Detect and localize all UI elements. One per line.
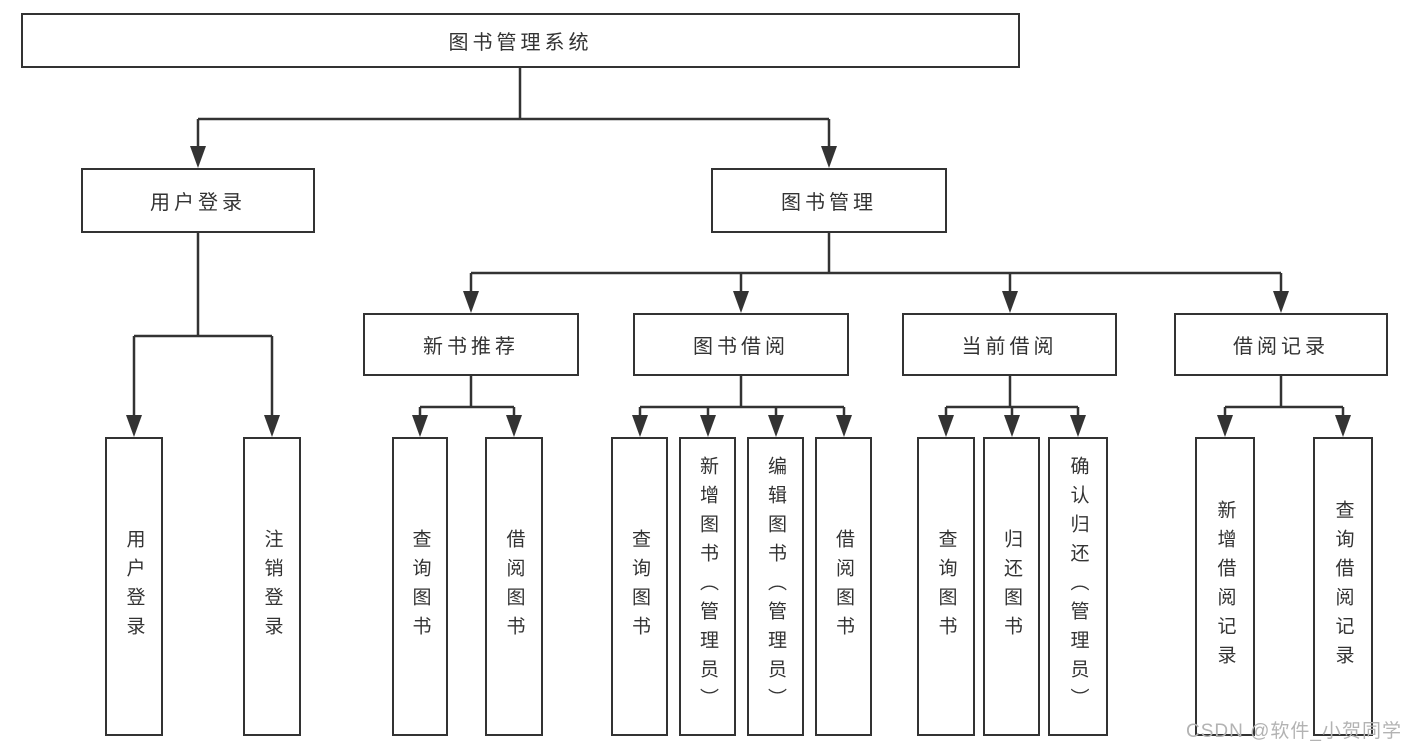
leaf-label: 确认归还（管理员） bbox=[1067, 456, 1089, 717]
leaf-label: 用户登录 bbox=[123, 528, 145, 645]
leaf-query-books-3: 查询图书 bbox=[917, 437, 975, 736]
node-root-library-management-system: 图书管理系统 bbox=[21, 13, 1020, 68]
leaf-query-books-2: 查询图书 bbox=[611, 437, 668, 736]
leaf-label: 归还图书 bbox=[1001, 528, 1022, 645]
leaf-borrow-books-2: 借阅图书 bbox=[815, 437, 872, 736]
leaf-label: 注销登录 bbox=[261, 528, 283, 645]
node-current-borrow: 当前借阅 bbox=[902, 313, 1117, 376]
node-new-book-recommend: 新书推荐 bbox=[363, 313, 579, 376]
leaf-label: 借阅图书 bbox=[503, 528, 525, 645]
leaf-add-books-admin: 新增图书（管理员） bbox=[679, 437, 736, 736]
arrowheads bbox=[126, 146, 1351, 437]
leaf-label: 查询图书 bbox=[935, 528, 957, 645]
csdn-watermark: CSDN @软件_小贺同学 bbox=[1186, 721, 1402, 742]
leaf-user-login: 用户登录 bbox=[105, 437, 163, 736]
leaf-label: 新增图书（管理员） bbox=[697, 456, 718, 717]
leaf-label: 编辑图书（管理员） bbox=[765, 456, 786, 717]
leaf-query-borrow-record: 查询借阅记录 bbox=[1313, 437, 1373, 736]
leaf-label: 查询图书 bbox=[409, 528, 431, 645]
leaf-add-borrow-record: 新增借阅记录 bbox=[1195, 437, 1255, 736]
node-book-borrow: 图书借阅 bbox=[633, 313, 849, 376]
node-user-login: 用户登录 bbox=[81, 168, 315, 233]
node-borrow-records: 借阅记录 bbox=[1174, 313, 1388, 376]
leaf-borrow-books-1: 借阅图书 bbox=[485, 437, 543, 736]
node-book-management: 图书管理 bbox=[711, 168, 947, 233]
leaf-query-books-1: 查询图书 bbox=[392, 437, 448, 736]
leaf-logout: 注销登录 bbox=[243, 437, 301, 736]
leaf-edit-books-admin: 编辑图书（管理员） bbox=[747, 437, 804, 736]
leaf-label: 新增借阅记录 bbox=[1214, 499, 1236, 674]
leaf-label: 查询图书 bbox=[629, 528, 650, 645]
leaf-label: 查询借阅记录 bbox=[1332, 499, 1354, 674]
leaf-return-books: 归还图书 bbox=[983, 437, 1040, 736]
leaf-confirm-return-admin: 确认归还（管理员） bbox=[1048, 437, 1108, 736]
leaf-label: 借阅图书 bbox=[833, 528, 854, 645]
